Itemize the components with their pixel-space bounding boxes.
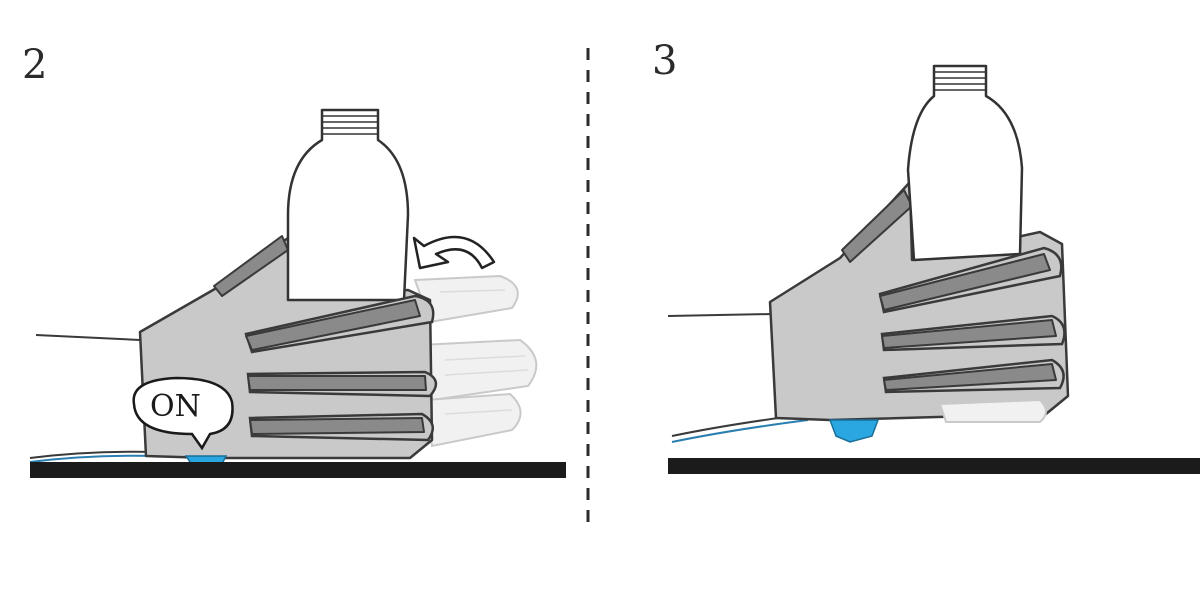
finger-motion-ghost bbox=[413, 274, 538, 448]
on-callout: ON bbox=[132, 376, 234, 451]
sensor-cable-inner bbox=[671, 419, 809, 443]
wrist-cable bbox=[667, 313, 773, 317]
finger-straps bbox=[244, 294, 438, 442]
panel-step-3: 3 bbox=[652, 38, 1200, 474]
step-number-3: 3 bbox=[652, 38, 677, 84]
panel-step-2: 2 bbox=[22, 42, 566, 478]
pressure-sensor bbox=[828, 419, 880, 443]
bottle bbox=[286, 108, 410, 302]
table-surface bbox=[30, 462, 566, 478]
step-number-2: 2 bbox=[22, 42, 47, 88]
table-surface bbox=[668, 458, 1200, 474]
finger-straps bbox=[878, 246, 1066, 423]
on-label: ON bbox=[150, 389, 201, 424]
wrist-cable bbox=[35, 334, 141, 341]
bottle bbox=[906, 64, 1024, 262]
curved-arrow-icon bbox=[412, 235, 496, 270]
